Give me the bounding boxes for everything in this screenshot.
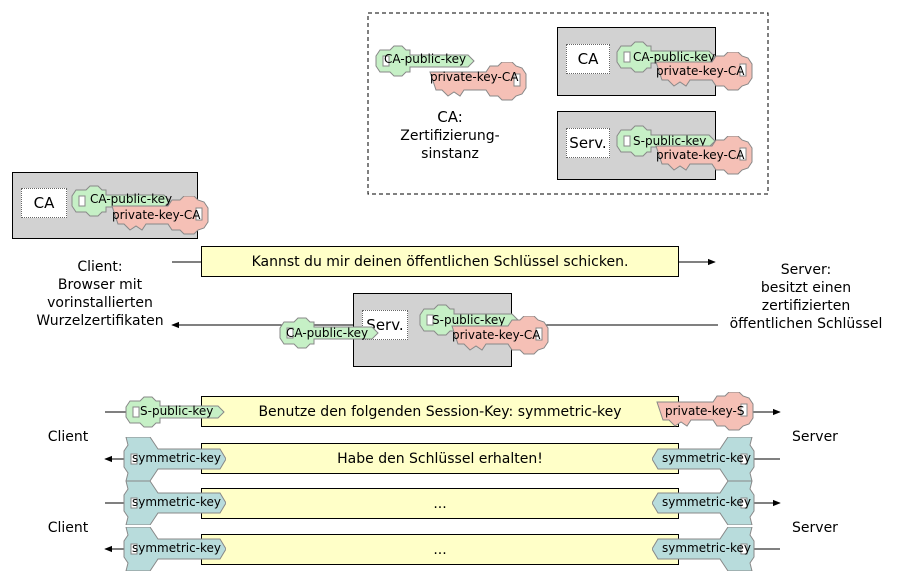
public-key-icon [71, 185, 171, 217]
client-description: Client: Browser mit vorinstallierten Wur… [10, 258, 190, 330]
server-cert-priv-label: private-key-CA [452, 328, 541, 342]
legend-cert-server-pub: S-public-key [615, 124, 719, 162]
private-key-icon [451, 315, 549, 355]
public-key-icon [616, 41, 716, 73]
legend-ca-desc-2: sinstanz [421, 146, 479, 162]
server-desc-line-1: Server: [780, 262, 832, 278]
client-desc-line-2: Browser mit [57, 277, 143, 293]
session-row-1-right-key-label: private-key-S [665, 404, 745, 418]
verify-ca-key: CA-public-key [278, 316, 382, 354]
session-client-label-1: Client [47, 429, 89, 445]
public-key-icon [419, 304, 519, 336]
session-row-4-left-key: symmetric-key [122, 526, 227, 575]
session-row-3-left-key-label: symmetric-key [132, 495, 222, 509]
session-row-3-left-key: symmetric-key [122, 480, 227, 529]
session-row-4-right-key-label: symmetric-key [662, 541, 752, 555]
server-description: Server: besitzt einen zertifizierten öff… [720, 261, 892, 333]
symmetric-key-icon [651, 480, 755, 526]
session-row-2-right-key-label: symmetric-key [662, 451, 752, 465]
session-row-2-left-key-label: symmetric-key [132, 451, 222, 465]
private-key-icon [656, 391, 754, 431]
private-key-icon [111, 195, 209, 235]
client-cert-pub-label: CA-public-key [90, 192, 173, 206]
legend-ca-title: CA: [437, 108, 463, 126]
legend-cert-server-owner: Serv. [566, 128, 610, 158]
legend-cert-ca-priv: private-key-CA [654, 51, 754, 96]
symmetric-key-icon [651, 436, 755, 482]
legend-cert-ca-owner: CA [566, 44, 610, 74]
public-key-icon [125, 396, 225, 428]
session-row-1-left-key: S-public-key [124, 395, 228, 433]
client-desc-line-3: vorinstallierten [47, 295, 153, 311]
server-cert-pub-label: S-public-key [432, 313, 506, 327]
session-message-2: Habe den Schlüssel erhalten! [201, 443, 679, 474]
symmetric-key-icon [123, 436, 227, 482]
session-server-label-1: Server [792, 429, 838, 445]
server-desc-line-2: besitzt einen [760, 280, 852, 296]
client-desc-line-4: Wurzelzertifikaten [36, 313, 164, 329]
session-row-4-right-key: symmetric-key [651, 526, 756, 575]
server-cert-pub: S-public-key [418, 303, 522, 341]
server-desc-line-4: öffentlichen Schlüssel [729, 316, 883, 332]
client-cert-priv: private-key-CA [110, 195, 210, 240]
session-message-1: Benutze den folgenden Session-Key: symme… [201, 396, 679, 427]
legend-cert-server-pub-label: S-public-key [633, 134, 707, 148]
client-desc-line-1: Client: [77, 259, 123, 275]
legend-frame [367, 12, 769, 195]
session-message-3: ... [201, 488, 679, 519]
public-key-icon [375, 45, 475, 77]
session-row-1-left-key-label: S-public-key [140, 404, 214, 418]
symmetric-key-icon [123, 526, 227, 572]
client-cert-pub: CA-public-key [70, 184, 174, 222]
private-key-icon [655, 51, 753, 91]
session-server-label-2: Server [792, 520, 838, 536]
session-row-2-left-key: symmetric-key [122, 436, 227, 485]
request-message: Kannst du mir deinen öffentlichen Schlüs… [201, 246, 679, 277]
legend-ca-key: CA-public-key [374, 44, 478, 82]
server-desc-line-3: zertifizierten [761, 298, 851, 314]
session-client-label-2: Client [47, 520, 89, 536]
session-row-1-right-key: private-key-S [655, 391, 755, 436]
legend-cert-ca-pub-label: CA-public-key [633, 50, 716, 64]
session-message-4: ... [201, 534, 679, 565]
session-row-2-right-key: symmetric-key [651, 436, 756, 485]
legend-ca-private-label: private-key-CA [430, 70, 519, 84]
public-key-icon [616, 125, 716, 157]
legend-cert-server-priv-label: private-key-CA [656, 148, 745, 162]
client-cert-owner: CA [21, 188, 67, 218]
client-cert-priv-label: private-key-CA [112, 208, 201, 222]
legend-cert-ca-priv-label: private-key-CA [656, 64, 745, 78]
legend-ca-desc-1: Zertifizierung- [400, 128, 500, 144]
private-key-icon [429, 61, 527, 101]
legend-ca-key-label: CA-public-key [384, 52, 467, 66]
session-row-3-right-key: symmetric-key [651, 480, 756, 529]
legend-cert-server-priv: private-key-CA [654, 135, 754, 180]
legend-ca-private: private-key-CA [428, 61, 528, 106]
session-row-3-right-key-label: symmetric-key [662, 495, 752, 509]
public-key-icon [279, 317, 379, 349]
server-cert-priv: private-key-CA [450, 315, 550, 360]
symmetric-key-icon [651, 526, 755, 572]
verify-ca-key-label: CA-public-key [286, 326, 369, 340]
session-row-4-left-key-label: symmetric-key [132, 541, 222, 555]
private-key-icon [655, 135, 753, 175]
symmetric-key-icon [123, 480, 227, 526]
legend-cert-ca-pub: CA-public-key [615, 40, 719, 78]
